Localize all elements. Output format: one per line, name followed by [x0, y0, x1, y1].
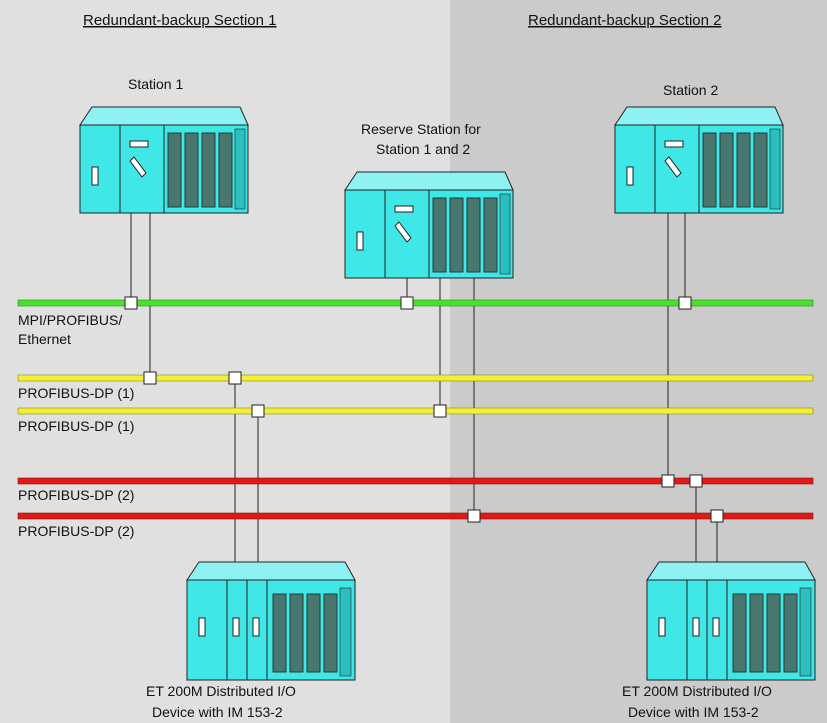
et-right-label-line1: ET 200M Distributed I/O	[622, 683, 772, 699]
section-2-title: Redundant-backup Section 2	[528, 12, 721, 29]
node-station2-mpi	[678, 296, 692, 310]
et-right-label-line2: Device with IM 153-2	[628, 704, 759, 720]
profibus-dp2-bus-b	[17, 512, 814, 520]
node-et-left-dp1a	[228, 371, 242, 385]
reserve-station-plc	[344, 171, 514, 279]
station-1-label: Station 1	[128, 76, 183, 92]
node-et-left-dp1b	[251, 404, 265, 418]
reserve-station-label-line1: Reserve Station for	[361, 121, 481, 137]
station-1-plc	[79, 106, 249, 214]
mpi-bus-label-line1: MPI/PROFIBUS/	[18, 312, 122, 328]
reserve-station-label-line2: Station 1 and 2	[376, 141, 470, 157]
station-2-plc	[614, 106, 784, 214]
node-station2-dp2	[661, 474, 675, 488]
node-station1-dp1	[143, 371, 157, 385]
mpi-bus-label-line2: Ethernet	[18, 331, 71, 347]
node-station1-mpi	[124, 296, 138, 310]
node-reserve-mpi	[400, 296, 414, 310]
et-left-label-line1: ET 200M Distributed I/O	[146, 683, 296, 699]
dp2-bus-b-label: PROFIBUS-DP (2)	[18, 523, 134, 539]
et-left-label-line2: Device with IM 153-2	[152, 704, 283, 720]
node-et-right-dp2b	[710, 509, 724, 523]
node-reserve-dp2	[467, 509, 481, 523]
mpi-profibus-ethernet-bus	[17, 299, 814, 307]
node-et-right-dp2a	[689, 474, 703, 488]
dp1-bus-a-label: PROFIBUS-DP (1)	[18, 385, 134, 401]
profibus-dp2-bus-a	[17, 477, 814, 485]
station-2-label: Station 2	[663, 82, 718, 98]
profibus-dp1-bus-b	[17, 407, 814, 415]
dp1-bus-b-label: PROFIBUS-DP (1)	[18, 418, 134, 434]
et200m-right-device	[646, 561, 816, 681]
dp2-bus-a-label: PROFIBUS-DP (2)	[18, 487, 134, 503]
profibus-dp1-bus-a	[17, 374, 814, 382]
section-1-title: Redundant-backup Section 1	[83, 12, 276, 29]
node-reserve-dp1	[433, 404, 447, 418]
et200m-left-device	[186, 561, 356, 681]
